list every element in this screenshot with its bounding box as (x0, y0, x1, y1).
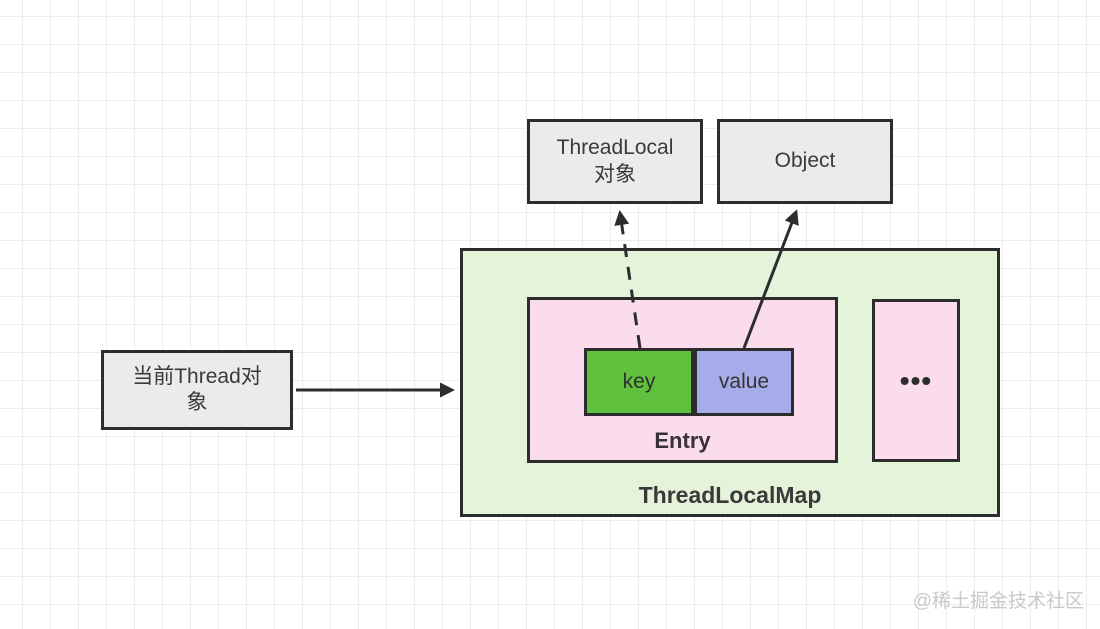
object-box: Object (717, 119, 893, 204)
entry-caption: Entry (654, 428, 711, 453)
threadlocal-object-box: ThreadLocal 对象 (527, 119, 703, 204)
current-thread-object-box: 当前Thread对 象 (101, 350, 293, 430)
value-label: value (718, 369, 770, 393)
more-entries-box: ••• (872, 299, 960, 462)
object-label: Object (774, 149, 836, 173)
watermark: @稀土掘金技术社区 (912, 591, 1084, 612)
ellipsis-dots: ••• (899, 365, 933, 396)
key-label: key (622, 369, 656, 393)
current-thread-object-label: 当前Thread对 象 (132, 364, 262, 414)
key-box: key (584, 348, 694, 416)
threadlocalmap-caption: ThreadLocalMap (638, 482, 822, 508)
value-box: value (694, 348, 794, 416)
threadlocal-object-label: ThreadLocal 对象 (556, 136, 674, 186)
